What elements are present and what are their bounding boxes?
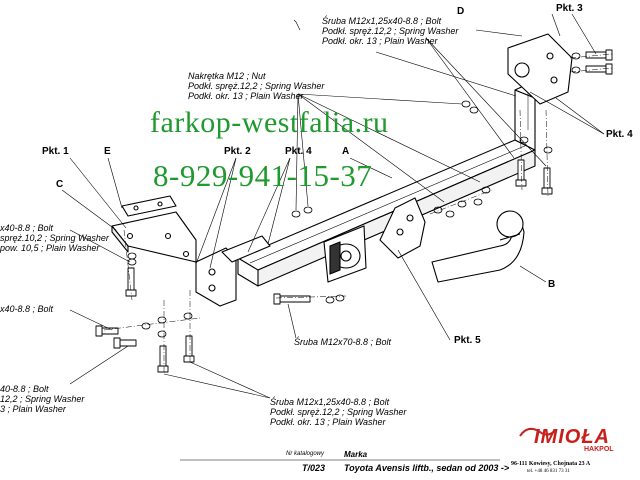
label-line: x40-8.8 ; Bolt <box>0 223 54 233</box>
callout-D: D <box>457 6 465 17</box>
center-lines <box>103 53 613 372</box>
brand-label: Marka <box>344 450 368 459</box>
label-line: 3 ; Plain Washer <box>0 404 66 414</box>
bolt-left-1 <box>125 267 137 297</box>
label-left-upper: x40-8.8 ; Bolt spręż.10,2 ; Spring Washe… <box>0 223 109 253</box>
leader-lines <box>61 13 605 399</box>
callout-pkt2: Pkt. 2 <box>224 146 251 157</box>
washers-nuts <box>127 52 581 338</box>
label-line: pow. 10,5 ; Plain Washer <box>0 243 100 253</box>
label-line: Śruba M12x1,25x40-8.8 ; Bolt <box>322 16 442 26</box>
bolt-upper-vertical-1 <box>515 159 527 187</box>
label-left-lower: 40-8.8 ; Bolt 12,2 ; Spring Washer 3 ; P… <box>0 384 84 414</box>
label-line: spręż.10,2 ; Spring Washer <box>0 233 109 243</box>
mounting-plate-C <box>111 195 197 263</box>
tow-ball-neck <box>431 210 525 283</box>
bolt-left-3 <box>113 337 137 349</box>
company-phone: tel. +48 46 831 73 31 <box>527 469 570 474</box>
label-line: Podkł. spręż.12,2 ; Spring Washer <box>188 81 325 91</box>
label-line: Nakrętka M12 ; Nut <box>188 71 266 81</box>
label-top-right: Śruba M12x1,25x40-8.8 ; Bolt Podkł. sprę… <box>322 16 458 46</box>
label-bottom: Śruba M12x1,25x40-8.8 ; Bolt Podkł. sprę… <box>270 397 406 427</box>
catalog-label: Nr katalogowy <box>286 451 325 457</box>
label-line: Podkł. okr. 13 ; Plain Washer <box>270 417 386 427</box>
label-line: x40-8.8 ; Bolt <box>0 304 54 314</box>
label-line: Podkł. okr. 13 ; Plain Washer <box>188 91 304 101</box>
label-left-mid: x40-8.8 ; Bolt <box>0 304 53 314</box>
bolt-right-mid <box>585 63 613 75</box>
ball-mount-bracket <box>323 197 426 283</box>
label-line: Podkł. spręż.12,2 ; Spring Washer <box>270 407 407 417</box>
bolt-bottom-1 <box>157 345 169 373</box>
label-line: Podkł. okr. 13 ; Plain Washer <box>322 36 438 46</box>
label-line: 12,2 ; Spring Washer <box>0 394 85 404</box>
callout-pkt4-right: Pkt. 4 <box>606 129 633 140</box>
bolt-upper-vertical-2 <box>541 167 553 195</box>
watermark-site: farkop-westfalia.ru <box>150 106 389 139</box>
callout-pkt3: Pkt. 3 <box>556 3 583 14</box>
callout-E: E <box>104 146 111 157</box>
label-nut: Nakrętka M12 ; Nut Podkł. spręż.12,2 ; S… <box>188 71 324 101</box>
bolt-m12x70 <box>273 293 311 305</box>
bolt-bottom-2 <box>183 335 195 363</box>
right-bracket-D <box>507 33 573 105</box>
company-address: 96-111 Kowiesy, Chojnata 23 A <box>511 461 591 467</box>
catalog-number: T/023 <box>302 463 326 473</box>
bolt-left-2 <box>95 325 119 337</box>
label-line: 40-8.8 ; Bolt <box>0 384 49 394</box>
callout-A: A <box>342 146 350 157</box>
imiola-logo: IMIOŁA <box>534 426 610 448</box>
watermark-phone: 8-929-941-15-37 <box>153 158 373 193</box>
callout-pkt5: Pkt. 5 <box>454 335 481 346</box>
callout-pkt1: Pkt. 1 <box>42 146 69 157</box>
hakpol-logo-sub: HAKPOL <box>584 446 614 453</box>
callout-C: C <box>56 179 64 190</box>
label-bolt-m12x70: Śruba M12x70-8.8 ; Bolt <box>294 337 392 347</box>
vehicle-model: Toyota Avensis liftb., sedan od 2003 -> <box>344 463 510 473</box>
callout-pkt4-upper: Pkt. 4 <box>285 146 312 157</box>
callout-B: B <box>548 279 556 290</box>
label-line: Podkł. spręż.12,2 ; Spring Washer <box>322 26 459 36</box>
bolt-right-top <box>585 49 613 61</box>
label-line: Śruba M12x1,25x40-8.8 ; Bolt <box>270 397 390 407</box>
left-bracket <box>195 235 271 307</box>
